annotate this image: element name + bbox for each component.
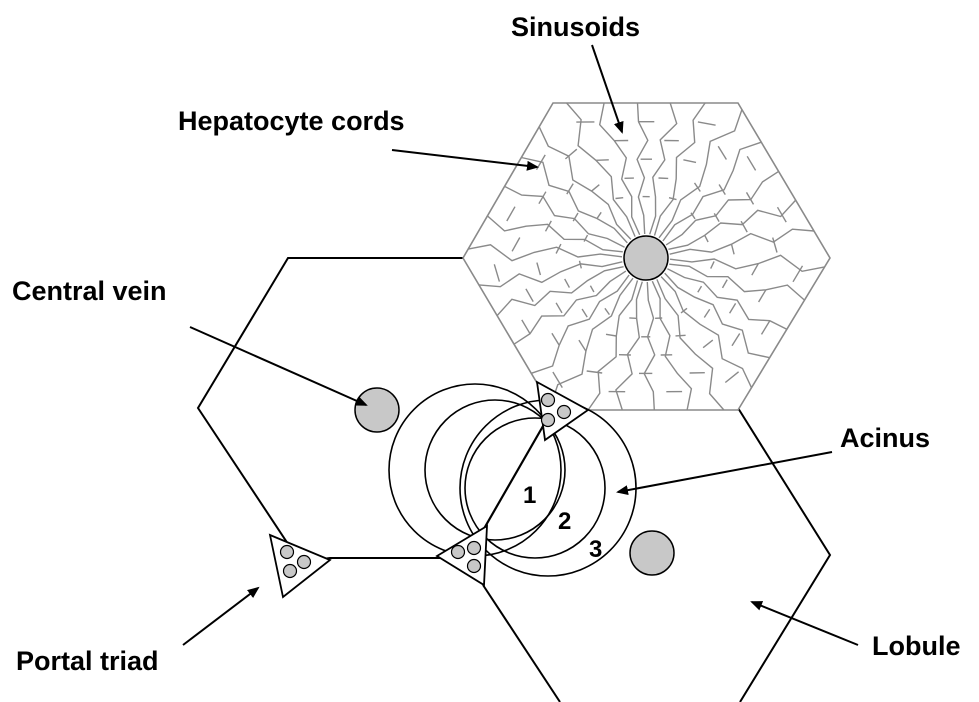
central-vein-left: [355, 388, 399, 432]
hepatocyte-cell-boundary: [596, 160, 609, 161]
hepatocyte-cords-label: Hepatocyte cords: [178, 108, 405, 135]
portal-triad-arrow: [183, 588, 258, 645]
lobule-edge-bottom-left: [483, 585, 560, 702]
lobule-edge-right: [738, 408, 830, 702]
hepatocyte-hexagon: [463, 103, 830, 410]
zone-3-label: 3: [589, 538, 602, 562]
sinusoids-label: Sinusoids: [511, 14, 640, 41]
hepatocyte-cords-arrow: [392, 150, 537, 167]
acinus-zone-3-left-circle: [389, 384, 561, 556]
central-vein-label: Central vein: [12, 278, 167, 305]
acinus-label: Acinus: [840, 425, 930, 452]
hepatocyte-cell-boundary: [616, 198, 624, 199]
portal-triad-middle: [437, 526, 487, 585]
acinus-arrow: [618, 452, 832, 492]
portal-triad-label: Portal triad: [16, 648, 159, 675]
central-vein-hexagon: [624, 236, 668, 280]
hepatocyte-cell-boundary: [629, 318, 636, 319]
zone-1-label: 1: [523, 484, 536, 508]
central-vein-right: [630, 531, 674, 575]
hepatocyte-cell-boundary: [676, 335, 686, 336]
lobule-arrow: [752, 602, 858, 645]
portal-triad-left: [270, 535, 330, 597]
lobule-label: Lobule: [872, 633, 961, 660]
central-vein-arrow: [190, 327, 366, 405]
lobule-edge-left: [198, 258, 463, 562]
zone-2-label: 2: [558, 510, 571, 534]
